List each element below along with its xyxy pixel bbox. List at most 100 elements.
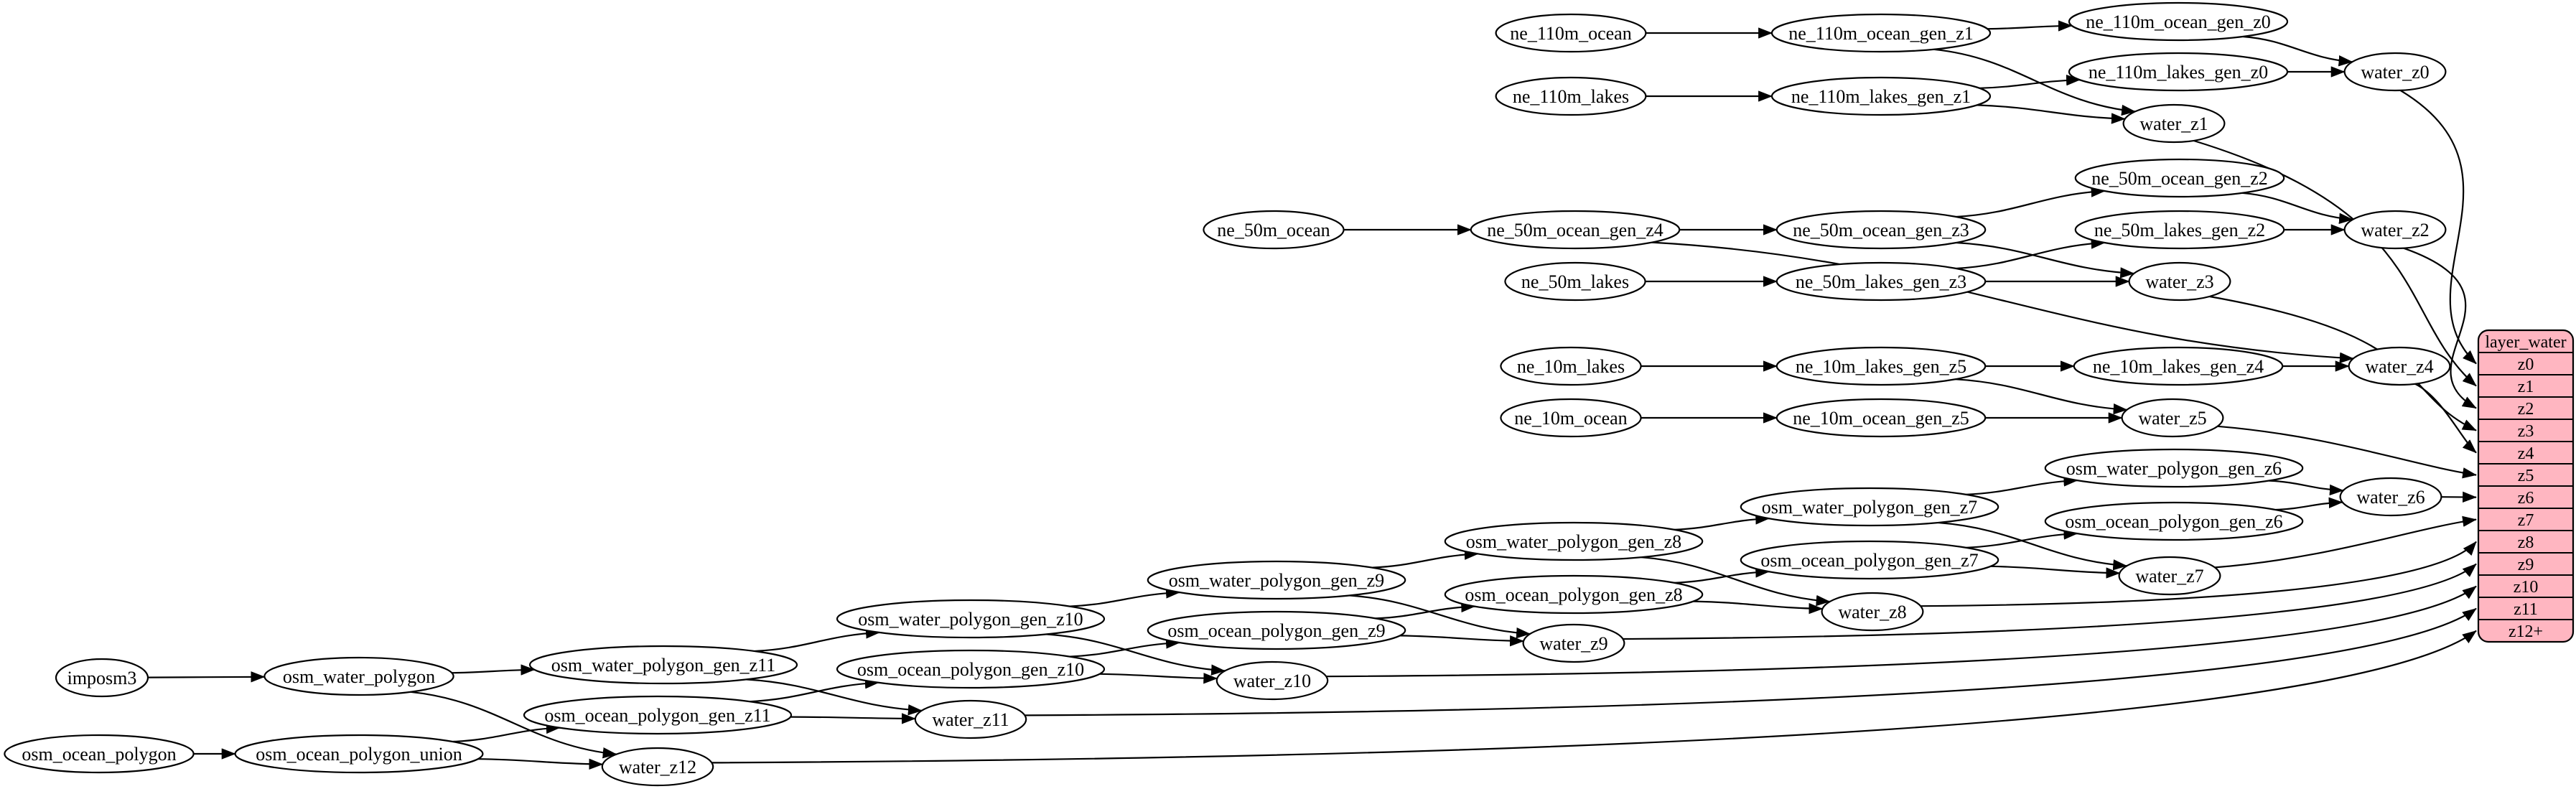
edge-osm_ocean_polygon_union-to-osm_ocean_polygon_gen_z11: [452, 722, 561, 743]
edge-water_z8-to-layer_water-z8: [1921, 541, 2477, 607]
edge-osm_water_polygon_gen_z8-to-osm_water_polygon_gen_z7: [1674, 513, 1770, 531]
edge-ne_50m_lakes_gen_z3-to-ne_50m_lakes_gen_z2: [1956, 238, 2106, 270]
water_z8-ellipse: [1821, 592, 1924, 632]
osm_water_polygon_gen_z7-label: osm_water_polygon_gen_z7: [1762, 497, 1977, 518]
ne_50m_lakes_gen_z2-label: ne_50m_lakes_gen_z2: [2094, 220, 2265, 241]
water_z3-ellipse: [2128, 261, 2231, 302]
water_z5-label: water_z5: [2138, 408, 2206, 429]
edge-osm_ocean_polygon_gen_z9-to-water_z9: [1399, 635, 1524, 647]
ne_50m_ocean_gen_z4-label: ne_50m_ocean_gen_z4: [1487, 220, 1663, 241]
graph-node-ne_50m_ocean_gen_z3: ne_50m_ocean_gen_z3: [1775, 210, 1987, 250]
graph-edges: [147, 20, 2477, 770]
edge-osm_water_polygon_gen_z7-to-water_z7: [1938, 521, 2128, 571]
edge-ne_50m_ocean_gen_z4-to-water_z4: [1651, 241, 2354, 364]
layer-water-row-z8: z8: [2518, 533, 2534, 552]
layer-water-table-title: layer_water: [2485, 333, 2566, 352]
graph-node-ne_10m_ocean_gen_z5: ne_10m_ocean_gen_z5: [1775, 398, 1987, 438]
osm_water_polygon_gen_z10-ellipse: [836, 599, 1106, 639]
edge-ne_110m_ocean_gen_z1-to-ne_110m_ocean_gen_z0: [1987, 20, 2073, 32]
ne_110m_ocean_gen_z0-ellipse: [2068, 1, 2289, 42]
ne_50m_ocean-label: ne_50m_ocean: [1217, 220, 1330, 241]
edge-ne_110m_ocean_gen_z1-to-water_z1: [1933, 48, 2136, 116]
graph-node-water_z6: water_z6: [2339, 477, 2442, 517]
osm_water_polygon_gen_z7-ellipse: [1740, 487, 1999, 527]
graph-node-osm_ocean_polygon_union: osm_ocean_polygon_union: [234, 734, 484, 774]
ne_10m_lakes-ellipse: [1500, 346, 1642, 386]
layer-water-row-z5: z5: [2518, 467, 2534, 485]
osm_water_polygon_gen_z8-label: osm_water_polygon_gen_z8: [1466, 531, 1681, 552]
graph-node-osm_ocean_polygon: osm_ocean_polygon: [4, 734, 195, 774]
osm_ocean_polygon_gen_z9-label: osm_ocean_polygon_gen_z9: [1167, 620, 1385, 641]
water_z0-label: water_z0: [2361, 62, 2429, 83]
graph-node-water_z8: water_z8: [1821, 592, 1924, 632]
layer-water-row-z6: z6: [2518, 489, 2534, 508]
edge-osm_water_polygon_gen_z9-to-water_z9: [1348, 594, 1531, 639]
graph-node-ne_50m_lakes: ne_50m_lakes: [1504, 261, 1646, 302]
edge-osm_ocean_polygon_gen_z11-to-osm_ocean_polygon_gen_z10: [750, 678, 879, 703]
ne_10m_lakes_gen_z5-ellipse: [1775, 346, 1987, 386]
ne_10m_lakes_gen_z4-label: ne_10m_lakes_gen_z4: [2093, 356, 2264, 377]
layer-water-row-z9: z9: [2518, 556, 2534, 574]
edge-water_z5-to-layer_water-z5: [2217, 425, 2477, 479]
ne_50m_ocean_gen_z4-ellipse: [1470, 210, 1681, 250]
ne_10m_ocean_gen_z5-ellipse: [1775, 398, 1987, 438]
osm_ocean_polygon_gen_z9-ellipse: [1147, 610, 1406, 650]
graph-node-osm_water_polygon: osm_water_polygon: [263, 656, 454, 696]
graph-node-osm_water_polygon_gen_z10: osm_water_polygon_gen_z10: [836, 599, 1106, 639]
osm_ocean_polygon_gen_z8-ellipse: [1444, 574, 1704, 615]
graph-node-water_z1: water_z1: [2122, 103, 2226, 144]
edge-ne_110m_lakes_gen_z1-to-water_z1: [1977, 104, 2126, 124]
graph-node-ne_110m_ocean_gen_z1: ne_110m_ocean_gen_z1: [1770, 13, 1992, 53]
water_z1-ellipse: [2122, 103, 2226, 144]
edge-water_z12-to-layer_water-z12+: [711, 630, 2477, 764]
ne_50m_lakes_gen_z3-label: ne_50m_lakes_gen_z3: [1796, 271, 1966, 292]
water_z7-ellipse: [2118, 556, 2221, 596]
edge-osm_water_polygon_gen_z9-to-osm_water_polygon_gen_z8: [1372, 548, 1479, 569]
edge-osm_ocean_polygon_union-to-water_z12: [477, 758, 604, 770]
graph-node-water_z11: water_z11: [914, 699, 1027, 739]
ne_10m_ocean-label: ne_10m_ocean: [1514, 408, 1627, 429]
osm_ocean_polygon_union-ellipse: [234, 734, 484, 774]
osm_water_polygon_gen_z8-ellipse: [1444, 521, 1704, 561]
osm_ocean_polygon_gen_z11-label: osm_ocean_polygon_gen_z11: [544, 705, 770, 726]
graph-node-water_z4: water_z4: [2348, 346, 2451, 386]
edge-ne_50m_ocean_gen_z3-to-ne_50m_ocean_gen_z2: [1956, 186, 2106, 218]
edge-water_z11-to-layer_water-z11: [1025, 607, 2477, 716]
graph-node-ne_110m_ocean: ne_110m_ocean: [1495, 13, 1647, 53]
osm_ocean_polygon_gen_z8-label: osm_ocean_polygon_gen_z8: [1465, 584, 1682, 605]
edge-osm_water_polygon_gen_z10-to-water_z10: [1045, 633, 1226, 676]
water_z8-label: water_z8: [1838, 602, 1906, 622]
osm_ocean_polygon_gen_z6-ellipse: [2044, 501, 2304, 541]
water_z9-label: water_z9: [1539, 633, 1607, 654]
layer-water-row-z12+: z12+: [2509, 622, 2543, 641]
water_z7-label: water_z7: [2135, 566, 2203, 587]
layer-water-row-z1: z1: [2518, 378, 2534, 396]
ne_50m_lakes-ellipse: [1504, 261, 1646, 302]
water_z11-label: water_z11: [932, 709, 1009, 730]
graph-node-osm_ocean_polygon_gen_z11: osm_ocean_polygon_gen_z11: [523, 695, 793, 735]
graph-node-water_z10: water_z10: [1215, 660, 1329, 701]
graph-node-water_z12: water_z12: [601, 747, 714, 787]
graph-node-osm_water_polygon_gen_z8: osm_water_polygon_gen_z8: [1444, 521, 1704, 561]
ne_110m_ocean_gen_z0-label: ne_110m_ocean_gen_z0: [2086, 11, 2271, 32]
ne_50m_ocean_gen_z2-ellipse: [2074, 158, 2285, 198]
water_z4-label: water_z4: [2365, 356, 2433, 377]
graph-node-osm_ocean_polygon_gen_z8: osm_ocean_polygon_gen_z8: [1444, 574, 1704, 615]
edge-osm_ocean_polygon_gen_z7-to-water_z7: [1990, 565, 2121, 579]
osm_water_polygon-label: osm_water_polygon: [283, 666, 435, 687]
ne_10m_ocean-ellipse: [1500, 398, 1642, 438]
water_z4-ellipse: [2348, 346, 2451, 386]
graph-node-osm_water_polygon_gen_z11: osm_water_polygon_gen_z11: [528, 645, 798, 685]
edge-water_z7-to-layer_water-z7: [2214, 515, 2477, 569]
ne_110m_lakes_gen_z0-label: ne_110m_lakes_gen_z0: [2089, 62, 2268, 83]
ne_10m_lakes-label: ne_10m_lakes: [1517, 356, 1625, 377]
edge-osm_water_polygon_gen_z8-to-water_z8: [1641, 556, 1831, 607]
osm_ocean_polygon_gen_z10-label: osm_ocean_polygon_gen_z10: [857, 659, 1084, 680]
edge-ne_50m_ocean_gen_z2-to-water_z2: [2241, 192, 2353, 224]
imposm3-ellipse: [55, 658, 149, 698]
ne_110m_ocean-label: ne_110m_ocean: [1510, 23, 1631, 44]
edge-water_z0-to-layer_water-z0: [2399, 89, 2477, 365]
ne_50m_lakes_gen_z3-ellipse: [1775, 261, 1987, 302]
ne_50m_lakes-label: ne_50m_lakes: [1521, 271, 1629, 292]
layer-water-row-z11: z11: [2514, 600, 2538, 619]
